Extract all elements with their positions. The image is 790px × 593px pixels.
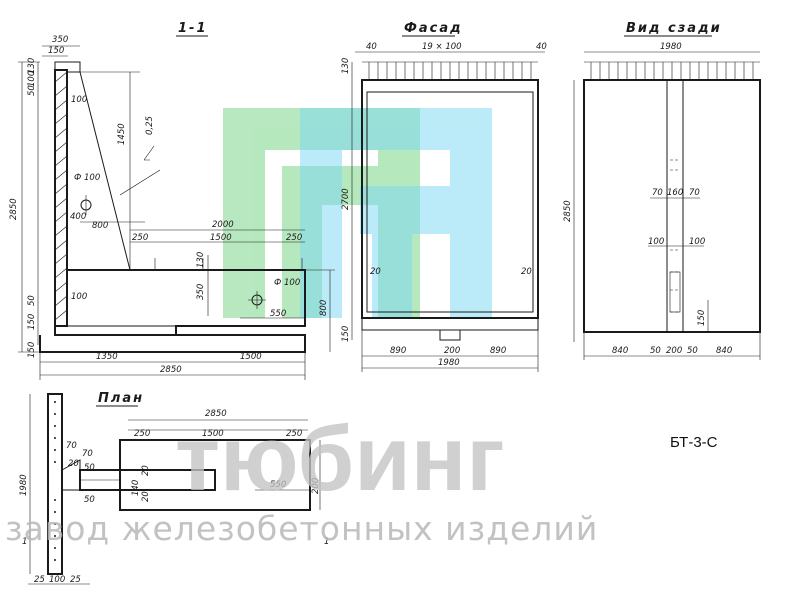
back-dim-50a: 50	[650, 346, 661, 356]
front-dim-150: 150	[341, 326, 351, 342]
dim-150a: 150	[27, 314, 37, 330]
watermark-logo-blue	[300, 108, 492, 318]
dim-100a: 100	[27, 71, 37, 87]
dim-base-1350: 1350	[96, 352, 118, 362]
product-mark: БТ-3-С	[670, 434, 718, 451]
front-dim-40b: 40	[536, 42, 547, 52]
hole-label-2: Ф 100	[274, 278, 300, 288]
dim-550: 550	[270, 309, 286, 319]
back-dim-200: 200	[666, 346, 682, 356]
cut-mark-left: 1	[22, 537, 27, 547]
front-dim-ribs: 19 × 100	[422, 42, 462, 52]
dim-350b: 350	[196, 284, 206, 300]
dim-50a: 50	[27, 85, 37, 96]
dim-1500: 1500	[210, 233, 232, 243]
plan-dim-1500: 1500	[202, 429, 224, 439]
back-dim-150: 150	[697, 310, 707, 326]
hole-label-1: Ф 100	[74, 173, 100, 183]
plan-dim-100: 100	[49, 575, 65, 585]
front-dim-1980: 1980	[438, 358, 460, 368]
front-dim-130: 130	[341, 58, 351, 74]
dim-800: 800	[92, 221, 108, 231]
plan-dim-70b: 70	[82, 449, 93, 459]
plan-view-title: План	[98, 391, 144, 406]
front-panel-inner	[366, 91, 534, 313]
plan-wall	[47, 393, 63, 575]
back-dim-70a: 70	[652, 188, 663, 198]
dim-2000: 2000	[212, 220, 234, 230]
dim-130: 130	[27, 58, 37, 74]
front-dim-40a: 40	[366, 42, 377, 52]
section-wall-hatch	[54, 71, 68, 321]
plan-dim-1980: 1980	[19, 474, 29, 496]
dim-100b: 100	[71, 95, 87, 105]
back-dim-840b: 840	[716, 346, 732, 356]
back-dim-160: 160	[667, 188, 683, 198]
front-dim-20a: 20	[370, 267, 381, 277]
dim-1450: 1450	[117, 123, 127, 145]
front-ribs	[362, 61, 538, 80]
plan-dim-70a: 70	[66, 441, 77, 451]
back-dim-840a: 840	[612, 346, 628, 356]
front-view: Фасад 40 19 × 100 40 130 2700 150 20 20	[341, 21, 547, 372]
back-dim-50b: 50	[687, 346, 698, 356]
front-base-tab	[439, 329, 461, 341]
plan-dim-25b: 25	[70, 575, 81, 585]
back-ribs	[584, 61, 760, 80]
plan-dim-250b: 250	[286, 429, 302, 439]
dim-100c: 100	[71, 292, 87, 302]
dim-400: 400	[70, 212, 86, 222]
cut-mark-right: 1	[324, 537, 329, 547]
front-dim-20b: 20	[521, 267, 532, 277]
back-view-title: Вид сзади	[626, 21, 722, 36]
dim-250a: 250	[132, 233, 148, 243]
plan-dim-20a: 20	[68, 459, 79, 469]
plan-dim-550: 550	[270, 480, 286, 490]
watermark-brand: тюбинг	[175, 408, 505, 510]
watermark-logo	[223, 108, 492, 318]
plan-dim-140: 140	[131, 480, 141, 496]
plan-dim-200: 200	[311, 478, 321, 494]
plan-dim-20b: 20	[141, 465, 151, 476]
back-dim-100a: 100	[648, 237, 664, 247]
dim-150b: 150	[27, 342, 37, 358]
dim-base-1500: 1500	[240, 352, 262, 362]
section-title: 1-1	[178, 21, 208, 36]
plan-dim-250a: 250	[134, 429, 150, 439]
plan-dim-2850: 2850	[205, 409, 227, 419]
plan-view: План 2850 250 1500 250 1980 70 70 20 50 …	[19, 391, 329, 585]
plan-dim-20c: 20	[141, 491, 151, 502]
dim-2850-vertical: 2850	[9, 198, 19, 220]
section-1-1-view: 1-1	[9, 21, 335, 380]
dim-50b: 50	[27, 295, 37, 306]
front-view-title: Фасад	[404, 21, 463, 36]
back-view: Вид сзади 1980 70 160 70	[563, 21, 761, 360]
plan-dim-50a: 50	[84, 463, 95, 473]
dim-150: 150	[48, 46, 64, 56]
dim-130b: 130	[196, 252, 206, 268]
front-dim-200: 200	[444, 346, 460, 356]
back-dim-2850: 2850	[563, 200, 573, 222]
plan-wall-dots	[54, 401, 56, 561]
back-panel	[583, 79, 761, 333]
watermark-tagline: завод железобетонных изделий	[5, 509, 598, 548]
front-dim-2700: 2700	[341, 188, 351, 210]
slope-label: 0,25	[145, 116, 155, 135]
back-dim-100b: 100	[689, 237, 705, 247]
plan-dim-50b: 50	[84, 495, 95, 505]
section-base-slab	[54, 269, 306, 336]
dim-250b: 250	[286, 233, 302, 243]
front-dim-890a: 890	[390, 346, 406, 356]
plan-slab-ext	[119, 439, 311, 511]
plan-dim-25a: 25	[34, 575, 45, 585]
back-dim-1980: 1980	[660, 42, 682, 52]
dim-800b: 800	[319, 300, 329, 316]
back-dim-70b: 70	[689, 188, 700, 198]
dim-base-2850: 2850	[160, 365, 182, 375]
front-dim-890b: 890	[490, 346, 506, 356]
dim-350: 350	[52, 35, 68, 45]
